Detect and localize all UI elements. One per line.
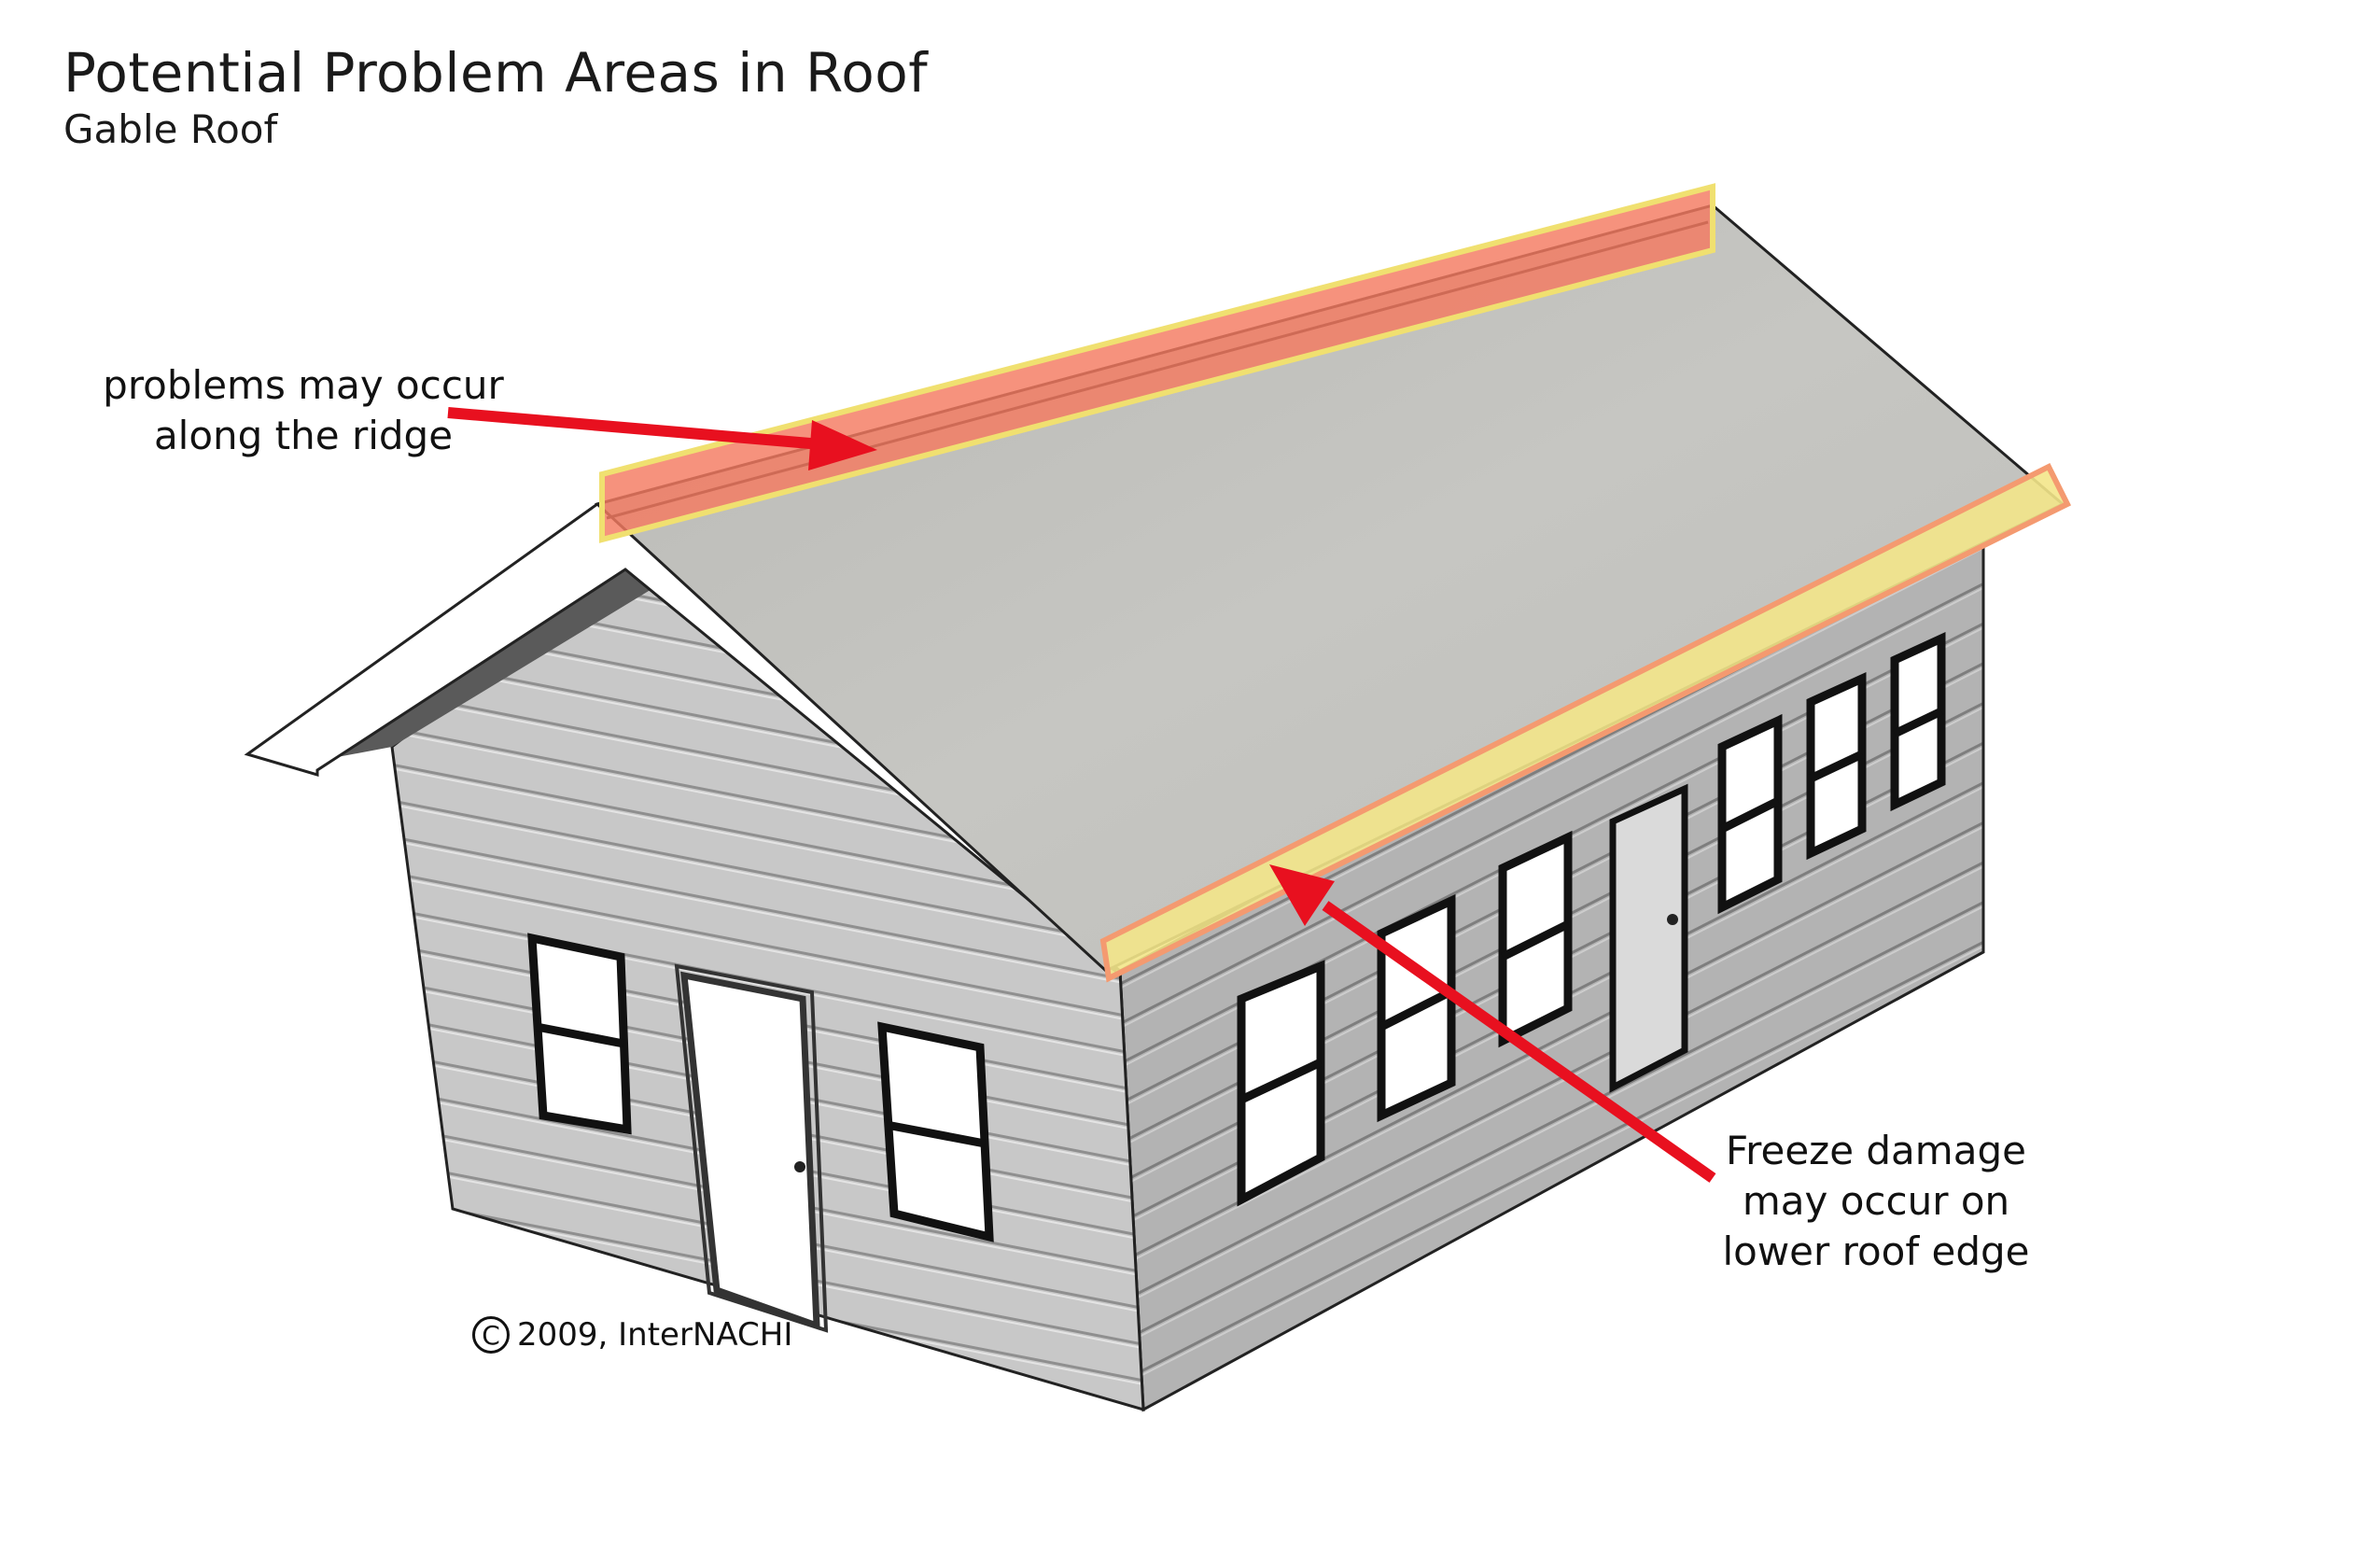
eave-callout-label: Freeze damage may occur on lower roof ed… <box>1680 1126 2072 1277</box>
ridge-callout-label: problems may occur along the ridge <box>93 360 513 461</box>
front-window-left <box>527 933 632 1135</box>
front-window-right <box>877 1021 994 1242</box>
side-window-5 <box>1806 672 1867 861</box>
eave-arrow <box>1269 864 1716 1183</box>
side-window-1 <box>1237 960 1325 1207</box>
eave-callout-line-2: may occur on <box>1742 1178 2010 1224</box>
ridge-highlight <box>599 183 1715 543</box>
ridge-arrow <box>447 407 877 470</box>
side-window-4 <box>1717 713 1783 915</box>
copyright-symbol: C <box>472 1316 510 1354</box>
ridge-callout-line-2: along the ridge <box>153 413 454 458</box>
side-door <box>1609 783 1688 1093</box>
eave-callout-line-3: lower roof edge <box>1722 1228 2030 1274</box>
eave-callout-line-1: Freeze damage <box>1726 1128 2026 1173</box>
side-window-2 <box>1377 893 1456 1123</box>
side-window-6 <box>1890 631 1946 812</box>
eave-highlight <box>1099 462 2072 983</box>
side-window-3 <box>1498 830 1573 1048</box>
diagram-title: Potential Problem Areas in Roof <box>63 41 929 105</box>
copyright-text: 2009, InterNACHI <box>517 1316 793 1354</box>
front-door <box>674 963 829 1333</box>
copyright-notice: C 2009, InterNACHI <box>472 1316 792 1354</box>
diagram-subtitle: Gable Roof <box>63 106 278 152</box>
ridge-callout-line-1: problems may occur <box>103 362 504 408</box>
